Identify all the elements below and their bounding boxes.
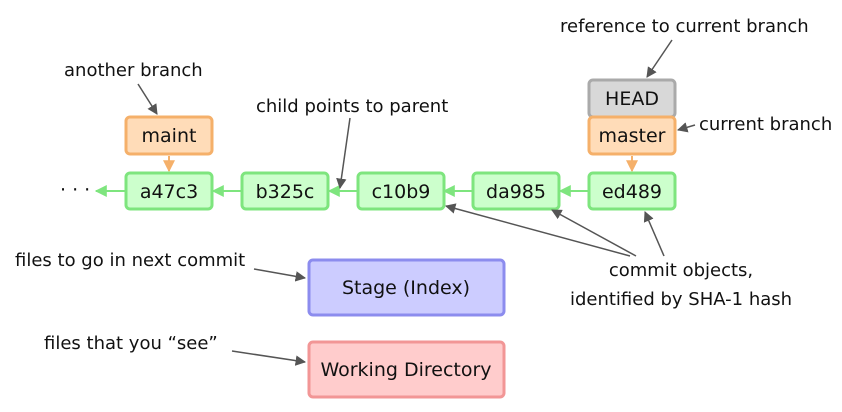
arrow-current-branch <box>676 122 696 133</box>
arrow-files-next-commit <box>253 268 307 282</box>
arrow-commit-objects-to-da985 <box>551 209 637 257</box>
svg-text:HEAD: HEAD <box>605 88 659 110</box>
label-sha1-hash: identified by SHA-1 hash <box>570 289 792 310</box>
branch-master: master <box>587 115 677 156</box>
svg-text:master: master <box>598 125 665 147</box>
svg-text:maint: maint <box>142 125 197 147</box>
branch-maint: maint <box>124 115 214 156</box>
svg-text:ed489: ed489 <box>602 181 662 203</box>
stage-index-box: Stage (Index) <box>307 258 506 317</box>
arrow-child-points-to-parent <box>336 117 351 190</box>
svg-text:c10b9: c10b9 <box>372 181 431 203</box>
svg-text:a47c3: a47c3 <box>140 181 198 203</box>
arrow-another-branch <box>137 83 158 115</box>
commit-da985: da985 <box>471 171 561 211</box>
svg-text:da985: da985 <box>486 181 546 203</box>
head-pointer: HEAD <box>587 78 677 119</box>
label-current-branch: current branch <box>699 114 832 135</box>
history-ellipsis: · · · <box>60 179 90 201</box>
arrow-files-you-see <box>231 350 307 366</box>
label-child-points-to-parent: child points to parent <box>256 96 448 117</box>
arrow-reference-to-current-branch <box>646 39 673 78</box>
working-directory-box: Working Directory <box>307 340 506 399</box>
arrow-commit-objects-to-ed489 <box>643 211 665 257</box>
label-files-next-commit: files to go in next commit <box>15 250 245 271</box>
arrow-commit-objects-to-c10b9 <box>444 203 631 257</box>
label-commit-objects: commit objects, <box>609 260 753 281</box>
commit-b325c: b325c <box>240 171 330 211</box>
label-files-you-see: files that you “see” <box>44 333 218 354</box>
commit-a47c3: a47c3 <box>124 171 214 211</box>
label-another-branch: another branch <box>64 60 203 81</box>
commit-ed489: ed489 <box>587 171 677 211</box>
svg-text:b325c: b325c <box>256 181 315 203</box>
svg-text:Stage (Index): Stage (Index) <box>342 277 470 299</box>
commit-c10b9: c10b9 <box>356 171 446 211</box>
svg-text:Working Directory: Working Directory <box>320 359 491 381</box>
label-reference-to-current-branch: reference to current branch <box>560 16 809 37</box>
